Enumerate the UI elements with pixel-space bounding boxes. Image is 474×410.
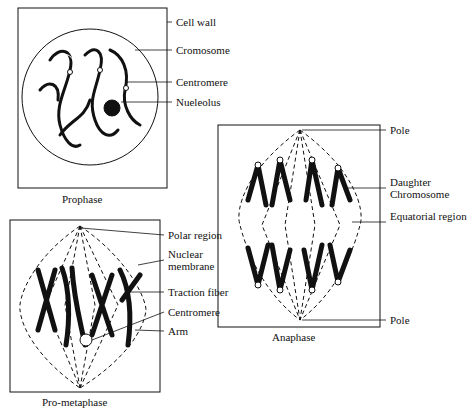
part-label: Equatorial region <box>390 210 467 222</box>
part-label: Polar region <box>168 229 222 241</box>
part-label: Cell wall <box>176 16 216 28</box>
part-label: Nuclear membrane <box>168 248 230 272</box>
part-label: Traction fiber <box>168 286 228 298</box>
part-label: Arm <box>168 325 188 337</box>
part-label: Pole <box>390 314 410 326</box>
part-label: Cromosome <box>176 44 230 56</box>
part-label: Centromere <box>176 76 228 88</box>
part-label: Nueleolus <box>176 96 221 108</box>
part-label: Daughter Chromosome <box>390 176 468 200</box>
stage-caption: Prophase <box>62 193 102 205</box>
stage-caption: Anaphase <box>272 331 315 343</box>
part-label: Pole <box>390 124 410 136</box>
part-label: Centromere <box>168 306 220 318</box>
stage-caption: Pro-metaphase <box>42 396 107 408</box>
